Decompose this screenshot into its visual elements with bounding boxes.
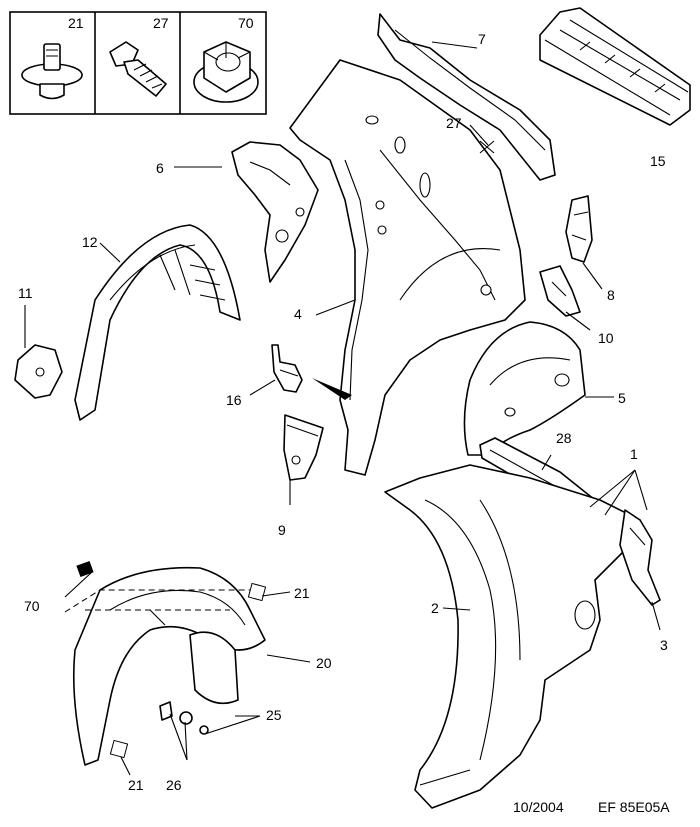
flange-nut-icon bbox=[193, 41, 259, 103]
part-5-arch-panel bbox=[463, 321, 586, 456]
callout-27: 27 bbox=[446, 115, 462, 131]
part-10-bracket bbox=[539, 265, 581, 317]
callout-21-lower: 21 bbox=[128, 777, 144, 793]
callout-10: 10 bbox=[598, 330, 614, 346]
part-16-clip bbox=[271, 344, 303, 393]
callout-12: 12 bbox=[82, 234, 98, 250]
callout-25: 25 bbox=[266, 707, 282, 723]
callout-20: 20 bbox=[316, 655, 332, 671]
callout-70: 70 bbox=[24, 598, 40, 614]
fastener-21-marker-lower bbox=[109, 739, 129, 759]
callout-1: 1 bbox=[630, 446, 638, 462]
callout-7: 7 bbox=[478, 31, 486, 47]
legend-number-70: 70 bbox=[238, 15, 254, 31]
footer-reference: EF 85E05A bbox=[598, 799, 670, 815]
part-20-wheel-arch-liner bbox=[64, 566, 266, 766]
callout-16: 16 bbox=[226, 392, 242, 408]
callout-11: 11 bbox=[18, 285, 33, 301]
callout-28: 28 bbox=[556, 430, 572, 446]
callout-21-upper: 21 bbox=[294, 585, 310, 601]
part-7-upper-rail bbox=[377, 13, 556, 181]
part-15-box-member bbox=[539, 7, 691, 126]
callout-9: 9 bbox=[278, 522, 286, 538]
callout-3: 3 bbox=[660, 637, 668, 653]
part-9-bracket bbox=[283, 414, 324, 481]
callout-4: 4 bbox=[294, 306, 302, 322]
fastener-21-marker-upper bbox=[247, 582, 267, 602]
push-clip-icon bbox=[21, 43, 83, 100]
screw-icon bbox=[109, 41, 167, 97]
footer: 10/2004 EF 85E05A bbox=[513, 799, 670, 815]
legend-number-27: 27 bbox=[153, 15, 169, 31]
leader-lines bbox=[24, 41, 661, 776]
callout-15: 15 bbox=[650, 153, 666, 169]
callout-numbers: 6 7 27 15 8 10 11 12 4 16 9 5 28 1 2 3 2… bbox=[18, 31, 668, 793]
part-6-bracket bbox=[231, 141, 319, 283]
callout-26: 26 bbox=[166, 777, 182, 793]
part-3-bracket bbox=[619, 509, 661, 606]
footer-date: 10/2004 bbox=[513, 799, 564, 815]
part-11-bracket bbox=[14, 344, 63, 399]
part-4-inner-panel bbox=[289, 59, 526, 476]
fastener-70-marker bbox=[76, 560, 94, 578]
part-2-quarter-panel bbox=[384, 464, 641, 809]
part-8-bracket bbox=[565, 195, 593, 263]
callout-5: 5 bbox=[618, 390, 626, 406]
callout-8: 8 bbox=[607, 287, 615, 303]
fastener-legend: 21 27 70 bbox=[9, 11, 267, 115]
part-12-wheel-arch-liner bbox=[74, 224, 241, 421]
callout-6: 6 bbox=[156, 160, 164, 176]
callout-2: 2 bbox=[431, 600, 439, 616]
legend-number-21: 21 bbox=[68, 15, 84, 31]
fasteners-25-26 bbox=[159, 701, 209, 735]
